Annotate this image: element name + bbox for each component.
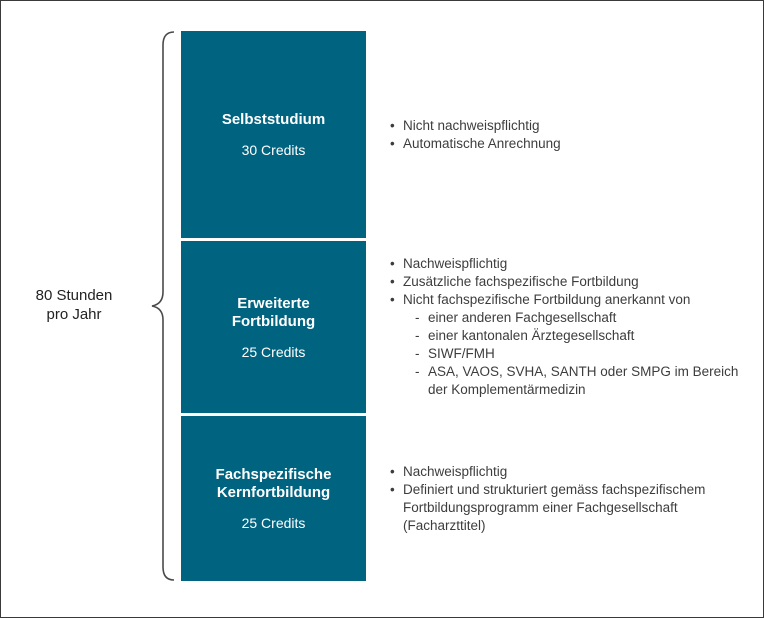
- bullet-item: Nicht fachspezifische Fortbildung anerka…: [388, 291, 746, 309]
- section-title: Selbststudium: [221, 111, 326, 128]
- sections-stack: Selbststudium 30 Credits Nicht nachweisp…: [181, 31, 746, 581]
- bullet-item: einer kantonalen Ärztegesellschaft: [388, 327, 746, 345]
- bullet-item: Nachweispflichtig: [388, 463, 746, 481]
- bullet-item: SIWF/FMH: [388, 345, 746, 363]
- section-box-erweiterte-fortbildung: Erweiterte Fortbildung 25 Credits: [181, 241, 366, 413]
- section-erweiterte-fortbildung: Erweiterte Fortbildung 25 Credits Nachwe…: [181, 241, 746, 413]
- bullet-item: Nicht nachweispflichtig: [388, 117, 746, 135]
- section-credits: 25 Credits: [241, 515, 306, 531]
- bullet-list-erweiterte-fortbildung: NachweispflichtigZusätzliche fachspezifi…: [388, 255, 746, 399]
- bullet-list-fachspezifische-kernfortbildung: NachweispflichtigDefiniert und strukturi…: [388, 463, 746, 535]
- section-title: Erweiterte Fortbildung: [231, 294, 316, 330]
- curly-brace: [151, 31, 175, 581]
- bullet-item: ASA, VAOS, SVHA, SANTH oder SMPG im Bere…: [388, 363, 746, 399]
- section-box-selbststudium: Selbststudium 30 Credits: [181, 31, 366, 238]
- bullet-item: einer anderen Fachgesellschaft: [388, 309, 746, 327]
- section-credits: 25 Credits: [241, 343, 306, 360]
- bullet-item: Zusätzliche fachspezifische Fortbildung: [388, 273, 746, 291]
- section-selbststudium: Selbststudium 30 Credits Nicht nachweisp…: [181, 31, 746, 238]
- hours-label-line-1: 80 Stunden: [35, 287, 113, 304]
- hours-per-year-label: 80 Stunden pro Jahr: [7, 286, 141, 324]
- bullet-item: Definiert und strukturiert gemäss fachsp…: [388, 481, 746, 535]
- bullet-item: Automatische Anrechnung: [388, 135, 746, 153]
- section-title: Fachspezifische Kernfortbildung: [215, 466, 332, 501]
- bullet-list-selbststudium: Nicht nachweispflichtigAutomatische Anre…: [388, 117, 746, 153]
- section-box-fachspezifische-kernfortbildung: Fachspezifische Kernfortbildung 25 Credi…: [181, 416, 366, 581]
- hours-label-line-2: pro Jahr: [46, 306, 102, 323]
- bullet-item: Nachweispflichtig: [388, 255, 746, 273]
- section-fachspezifische-kernfortbildung: Fachspezifische Kernfortbildung 25 Credi…: [181, 416, 746, 581]
- section-credits: 30 Credits: [241, 142, 306, 158]
